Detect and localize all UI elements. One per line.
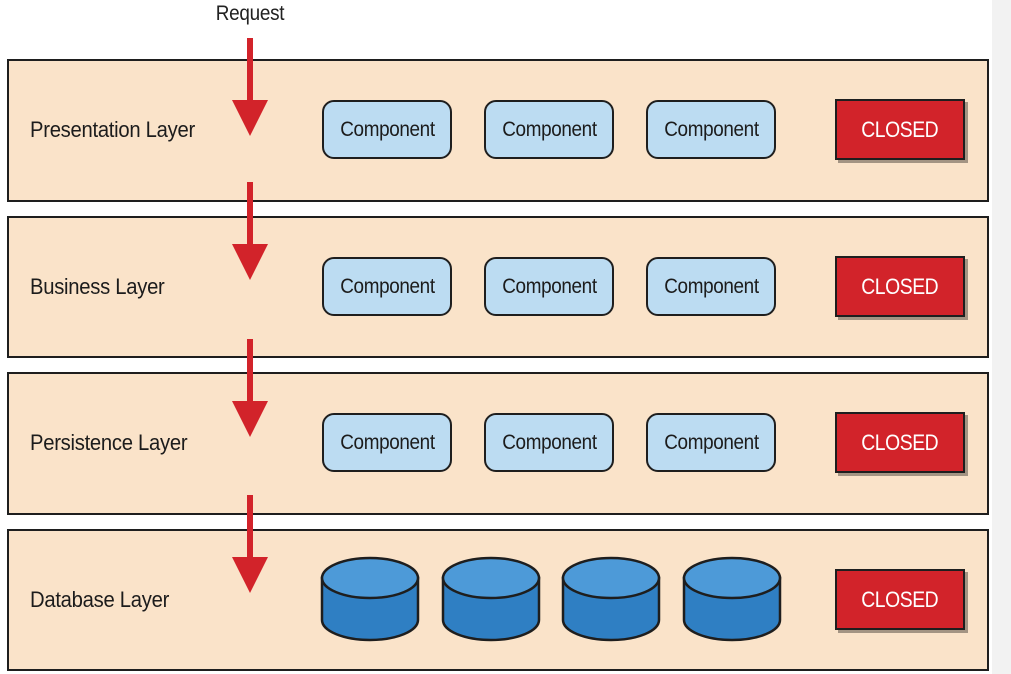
database-icon [682,556,782,642]
closed-badge: CLOSED [835,412,965,473]
closed-badge: CLOSED [835,569,965,630]
component-box: Component [646,413,776,472]
database-layer: Database Layer CLOSED [7,529,989,671]
layer-label: Database Layer [30,587,170,612]
component-box: Component [646,257,776,316]
closed-badge: CLOSED [835,256,965,317]
component-box: Component [646,100,776,159]
component-box: Component [322,413,452,472]
component-box: Component [322,100,452,159]
component-box: Component [484,100,614,159]
component-box: Component [484,413,614,472]
presentation-layer: Presentation Layer Component Component C… [7,59,989,202]
layer-label: Business Layer [30,274,165,299]
right-margin-strip [992,0,1011,674]
request-arrow-icon [232,339,268,437]
request-arrow-icon [232,182,268,280]
closed-badge: CLOSED [835,99,965,160]
request-arrow-icon [232,495,268,593]
request-label: Request [215,2,285,25]
persistence-layer: Persistence Layer Component Component Co… [7,372,989,515]
layer-label: Persistence Layer [30,430,188,455]
component-box: Component [322,257,452,316]
request-arrow-icon [232,38,268,136]
business-layer: Business Layer Component Component Compo… [7,216,989,358]
component-box: Component [484,257,614,316]
layer-label: Presentation Layer [30,117,195,142]
database-icon [320,556,420,642]
database-icon [441,556,541,642]
database-icon [561,556,661,642]
